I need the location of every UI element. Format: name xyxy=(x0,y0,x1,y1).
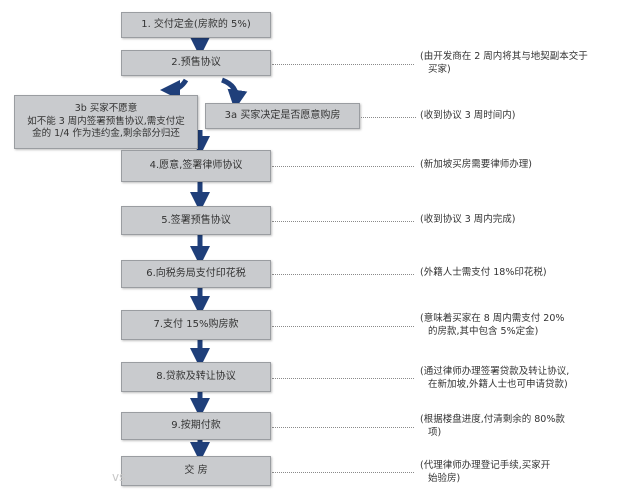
note-step-8: (通过律师办理签署贷款及转让协议, 在新加坡,外籍人士也可申请贷款) xyxy=(420,366,632,392)
note-step-7: (意味着买家在 8 周内需支付 20% 的房款,其中包含 5%定金) xyxy=(420,313,620,339)
note-step-8-line-1: (通过律师办理签署贷款及转让协议, xyxy=(420,366,570,377)
leader-9 xyxy=(272,427,414,428)
leader-2 xyxy=(272,64,414,65)
note-step-10: (代理律师办理登记手续,买家开 始验房) xyxy=(420,460,630,486)
step-7-pay-15: 7.支付 15%购房款 xyxy=(121,310,271,340)
step-3b-line-2: 如不能 3 周内签署预售协议,需支付定 xyxy=(27,115,185,127)
leader-7 xyxy=(272,326,414,327)
arrow-2-3b xyxy=(160,78,189,100)
note-step-9-line-2: 项) xyxy=(428,426,442,438)
leader-5 xyxy=(272,221,414,222)
step-3b-line-1: 3b 买家不愿意 xyxy=(74,102,138,114)
leader-6 xyxy=(272,274,414,275)
note-step-2: (由开发商在 2 周内将其与地契副本交于 买家) xyxy=(420,51,632,77)
note-step-2-line-2: 买家) xyxy=(428,63,451,75)
note-step-10-line-2: 始验房) xyxy=(428,472,461,484)
note-step-3a: (收到协议 3 周时间内) xyxy=(420,110,516,121)
step-9-installments: 9.按期付款 xyxy=(121,412,271,440)
note-step-5: (收到协议 3 周内完成) xyxy=(420,214,516,225)
step-4-lawyer: 4.愿意,签署律师协议 xyxy=(121,150,271,182)
arrow-2-3a xyxy=(221,77,248,110)
note-step-2-line-1: (由开发商在 2 周内将其与地契副本交于 xyxy=(420,51,588,62)
step-10-handover: 交 房 xyxy=(121,456,271,486)
note-step-6: (外籍人士需支付 18%印花税) xyxy=(420,267,547,278)
leader-8 xyxy=(272,378,414,379)
note-step-4: (新加坡买房需要律师办理) xyxy=(420,159,532,170)
note-step-9: (根据楼盘进度,付清剩余的 80%款 项) xyxy=(420,414,630,440)
step-1-deposit: 1. 交付定金(房款的 5%) xyxy=(121,12,271,38)
note-step-10-line-1: (代理律师办理登记手续,买家开 xyxy=(420,460,551,471)
step-6-stamp-duty: 6.向税务局支付印花税 xyxy=(121,260,271,288)
step-3b-line-3: 金的 1/4 作为违约金,剩余部分归还 xyxy=(32,128,180,140)
note-step-9-line-1: (根据楼盘进度,付清剩余的 80%款 xyxy=(420,414,565,425)
note-step-7-line-2: 的房款,其中包含 5%定金) xyxy=(428,325,539,337)
step-5-sign-presale: 5.签署预售协议 xyxy=(121,206,271,235)
note-step-7-line-1: (意味着买家在 8 周内需支付 20% xyxy=(420,313,565,324)
note-step-8-line-2: 在新加坡,外籍人士也可申请贷款) xyxy=(428,378,568,390)
leader-4 xyxy=(272,166,414,167)
step-3b-decline: 3b 买家不愿意 如不能 3 周内签署预售协议,需支付定 金的 1/4 作为违约… xyxy=(14,95,198,149)
leader-10 xyxy=(272,472,414,473)
step-2-presale: 2.预售协议 xyxy=(121,50,271,76)
step-8-loan: 8.贷款及转让协议 xyxy=(121,362,271,392)
watermark: vs xyxy=(112,470,126,484)
step-3a-decide: 3a 买家决定是否愿意购房 xyxy=(205,103,360,129)
leader-3a xyxy=(361,117,416,118)
